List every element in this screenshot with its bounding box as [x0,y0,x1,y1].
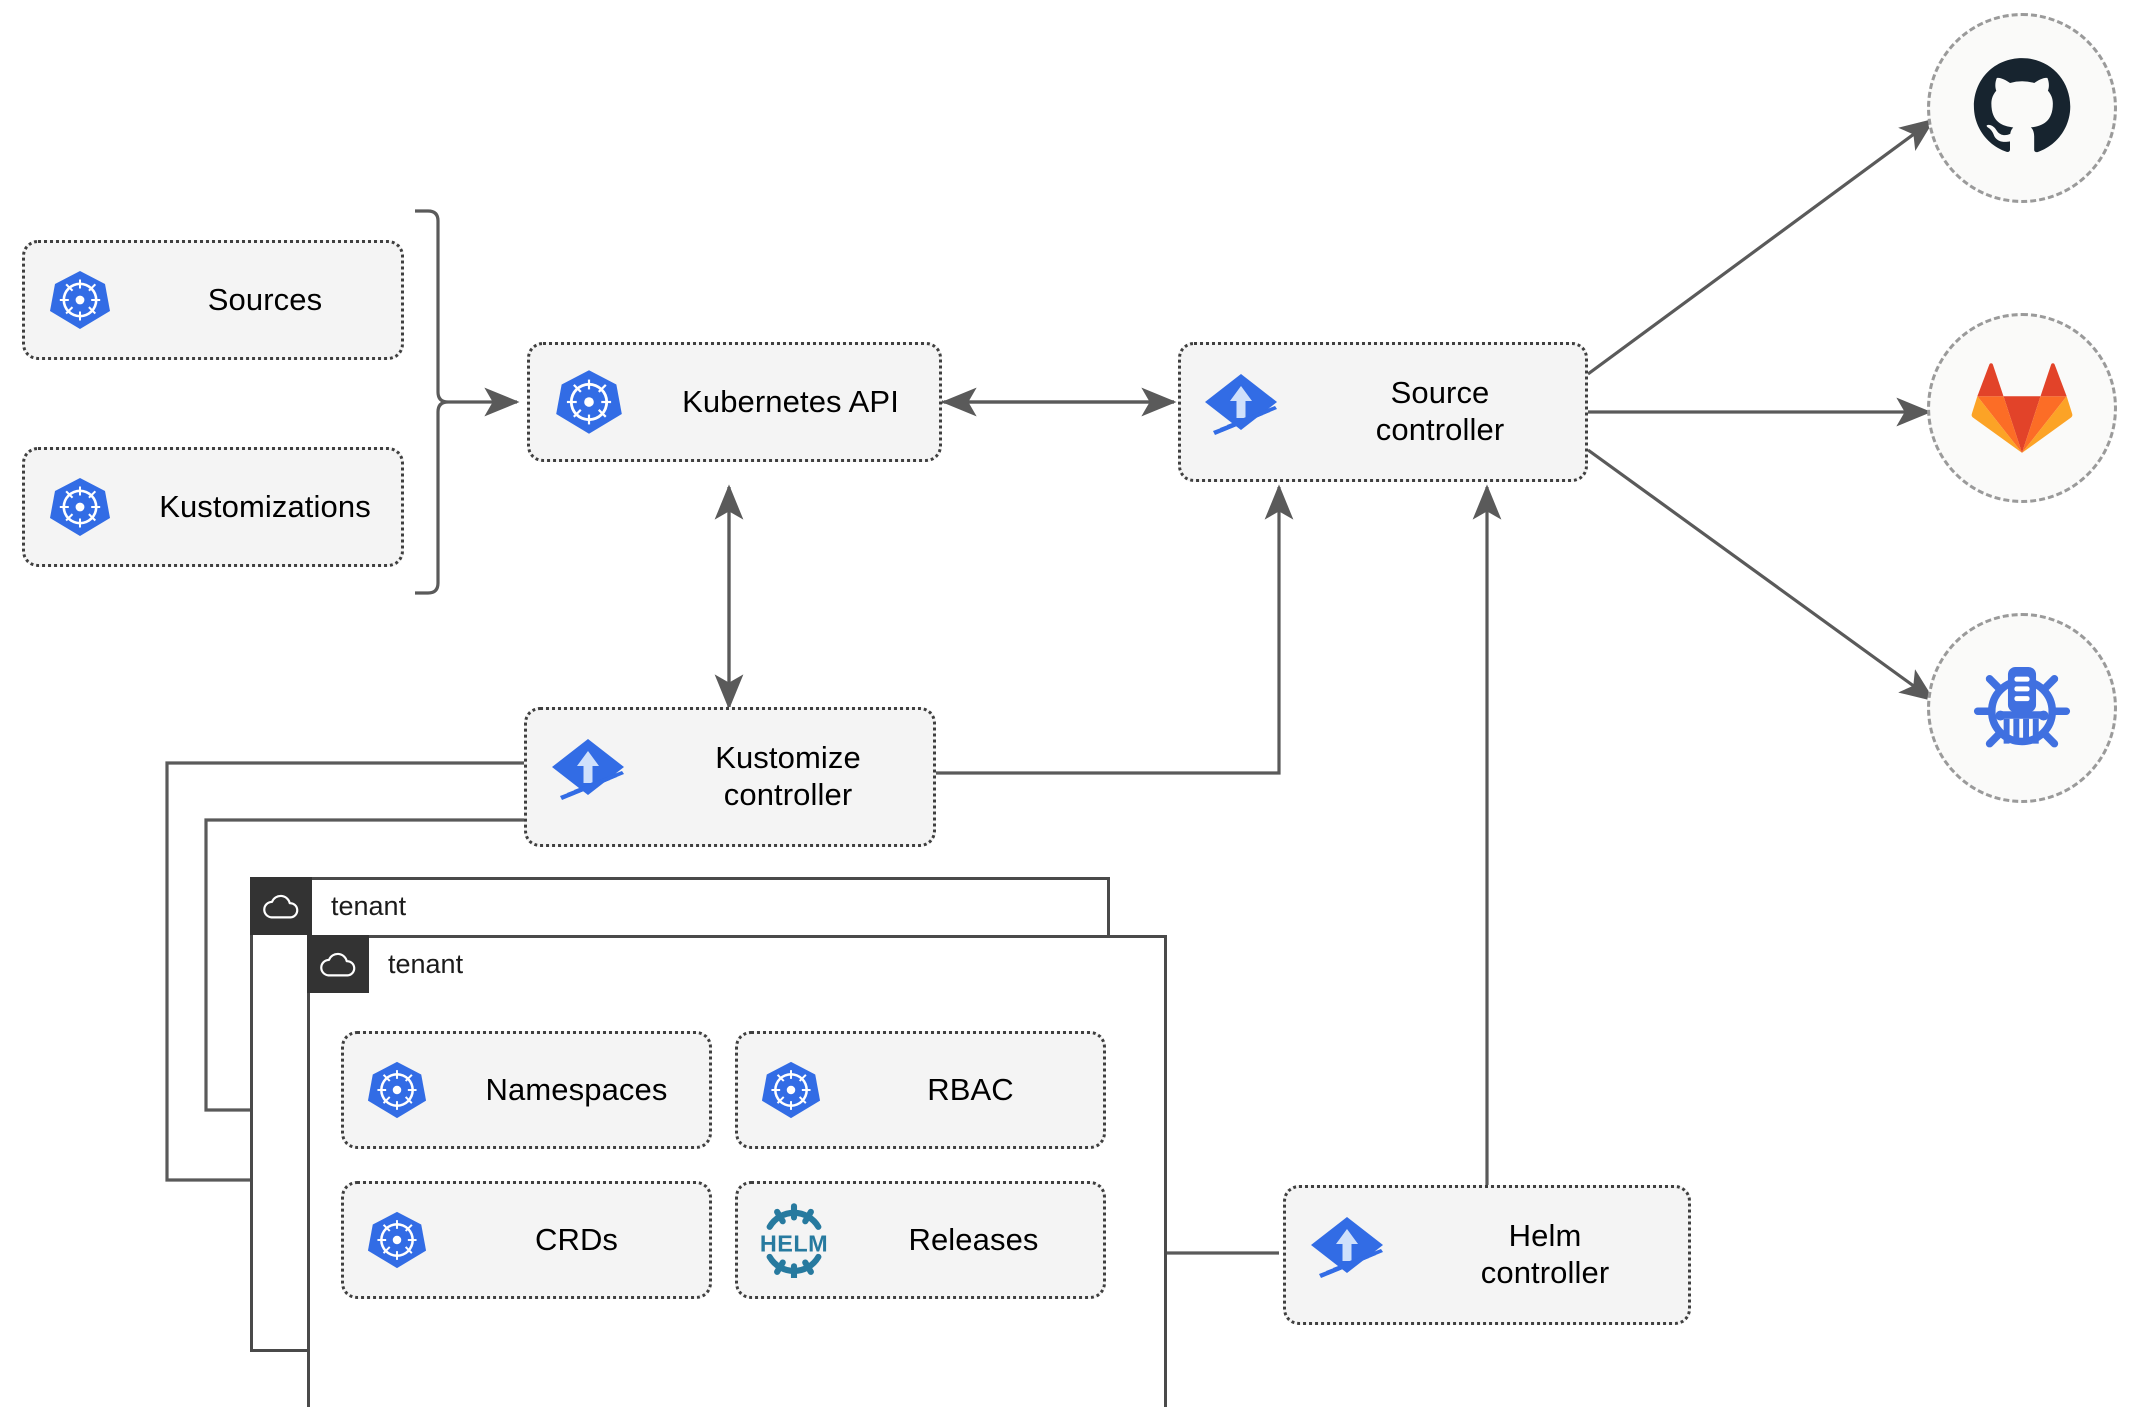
node-label: Helm controller [1408,1218,1688,1291]
kubernetes-icon [530,367,648,437]
tenant-resource-crds[interactable]: CRDs [341,1181,712,1299]
kubernetes-icon [344,1209,450,1271]
kubernetes-icon [738,1059,844,1121]
tenant-label: tenant [331,890,407,921]
tenant-resource-namespaces[interactable]: Namespaces [341,1031,712,1149]
resource-label: Kustomizations [159,488,371,524]
provider-bucket[interactable] [1927,613,2117,803]
helm-icon: HELM [738,1202,850,1278]
tenant-resource-label: Releases [908,1221,1039,1257]
kubernetes-icon [25,475,135,539]
gitlab-icon [1971,363,2073,453]
github-icon [1973,58,2071,153]
tenant-tab [250,877,312,935]
bucket-icon [1973,666,2071,748]
flux-icon [1181,370,1301,454]
node-helm-controller[interactable]: Helm controller [1283,1185,1691,1325]
node-label-line1: Source [1390,375,1490,411]
tenant-resource-rbac[interactable]: RBAC [735,1031,1106,1149]
node-label-line2: controller [1480,1255,1610,1290]
provider-github[interactable] [1927,13,2117,203]
node-label: Kustomize controller [649,740,933,813]
tenant-resource-releases[interactable]: HELM Releases [735,1181,1106,1299]
node-kustomize-controller[interactable]: Kustomize controller [524,707,936,847]
resource-label: Sources [207,281,323,317]
tenant-resource-label: CRDs [534,1221,619,1257]
node-kubernetes-api[interactable]: Kubernetes API [527,342,942,462]
node-label: Kubernetes API [682,383,899,419]
svg-text:HELM: HELM [760,1230,828,1256]
node-label-line1: Kustomize [715,740,861,776]
node-label-line1: Helm [1508,1218,1582,1254]
resource-box-kustomizations[interactable]: Kustomizations [22,447,404,567]
kubernetes-icon [25,268,135,332]
tenant-resource-label: RBAC [927,1071,1014,1107]
tenant-tab [307,935,369,993]
resource-box-sources[interactable]: Sources [22,240,404,360]
provider-gitlab[interactable] [1927,313,2117,503]
cloud-icon [263,894,299,919]
tenant-resource-label: Namespaces [485,1071,668,1107]
flux-icon [1286,1213,1408,1297]
cloud-icon [320,952,356,977]
flux-icon [527,735,649,819]
kubernetes-icon [344,1059,450,1121]
tenant-card-inner[interactable]: tenant [307,935,1167,1407]
tenant-label: tenant [388,948,464,979]
node-label-line2: controller [723,777,853,812]
node-label-line2: controller [1375,412,1505,447]
node-source-controller[interactable]: Source controller [1178,342,1588,482]
node-label: Source controller [1301,375,1585,448]
